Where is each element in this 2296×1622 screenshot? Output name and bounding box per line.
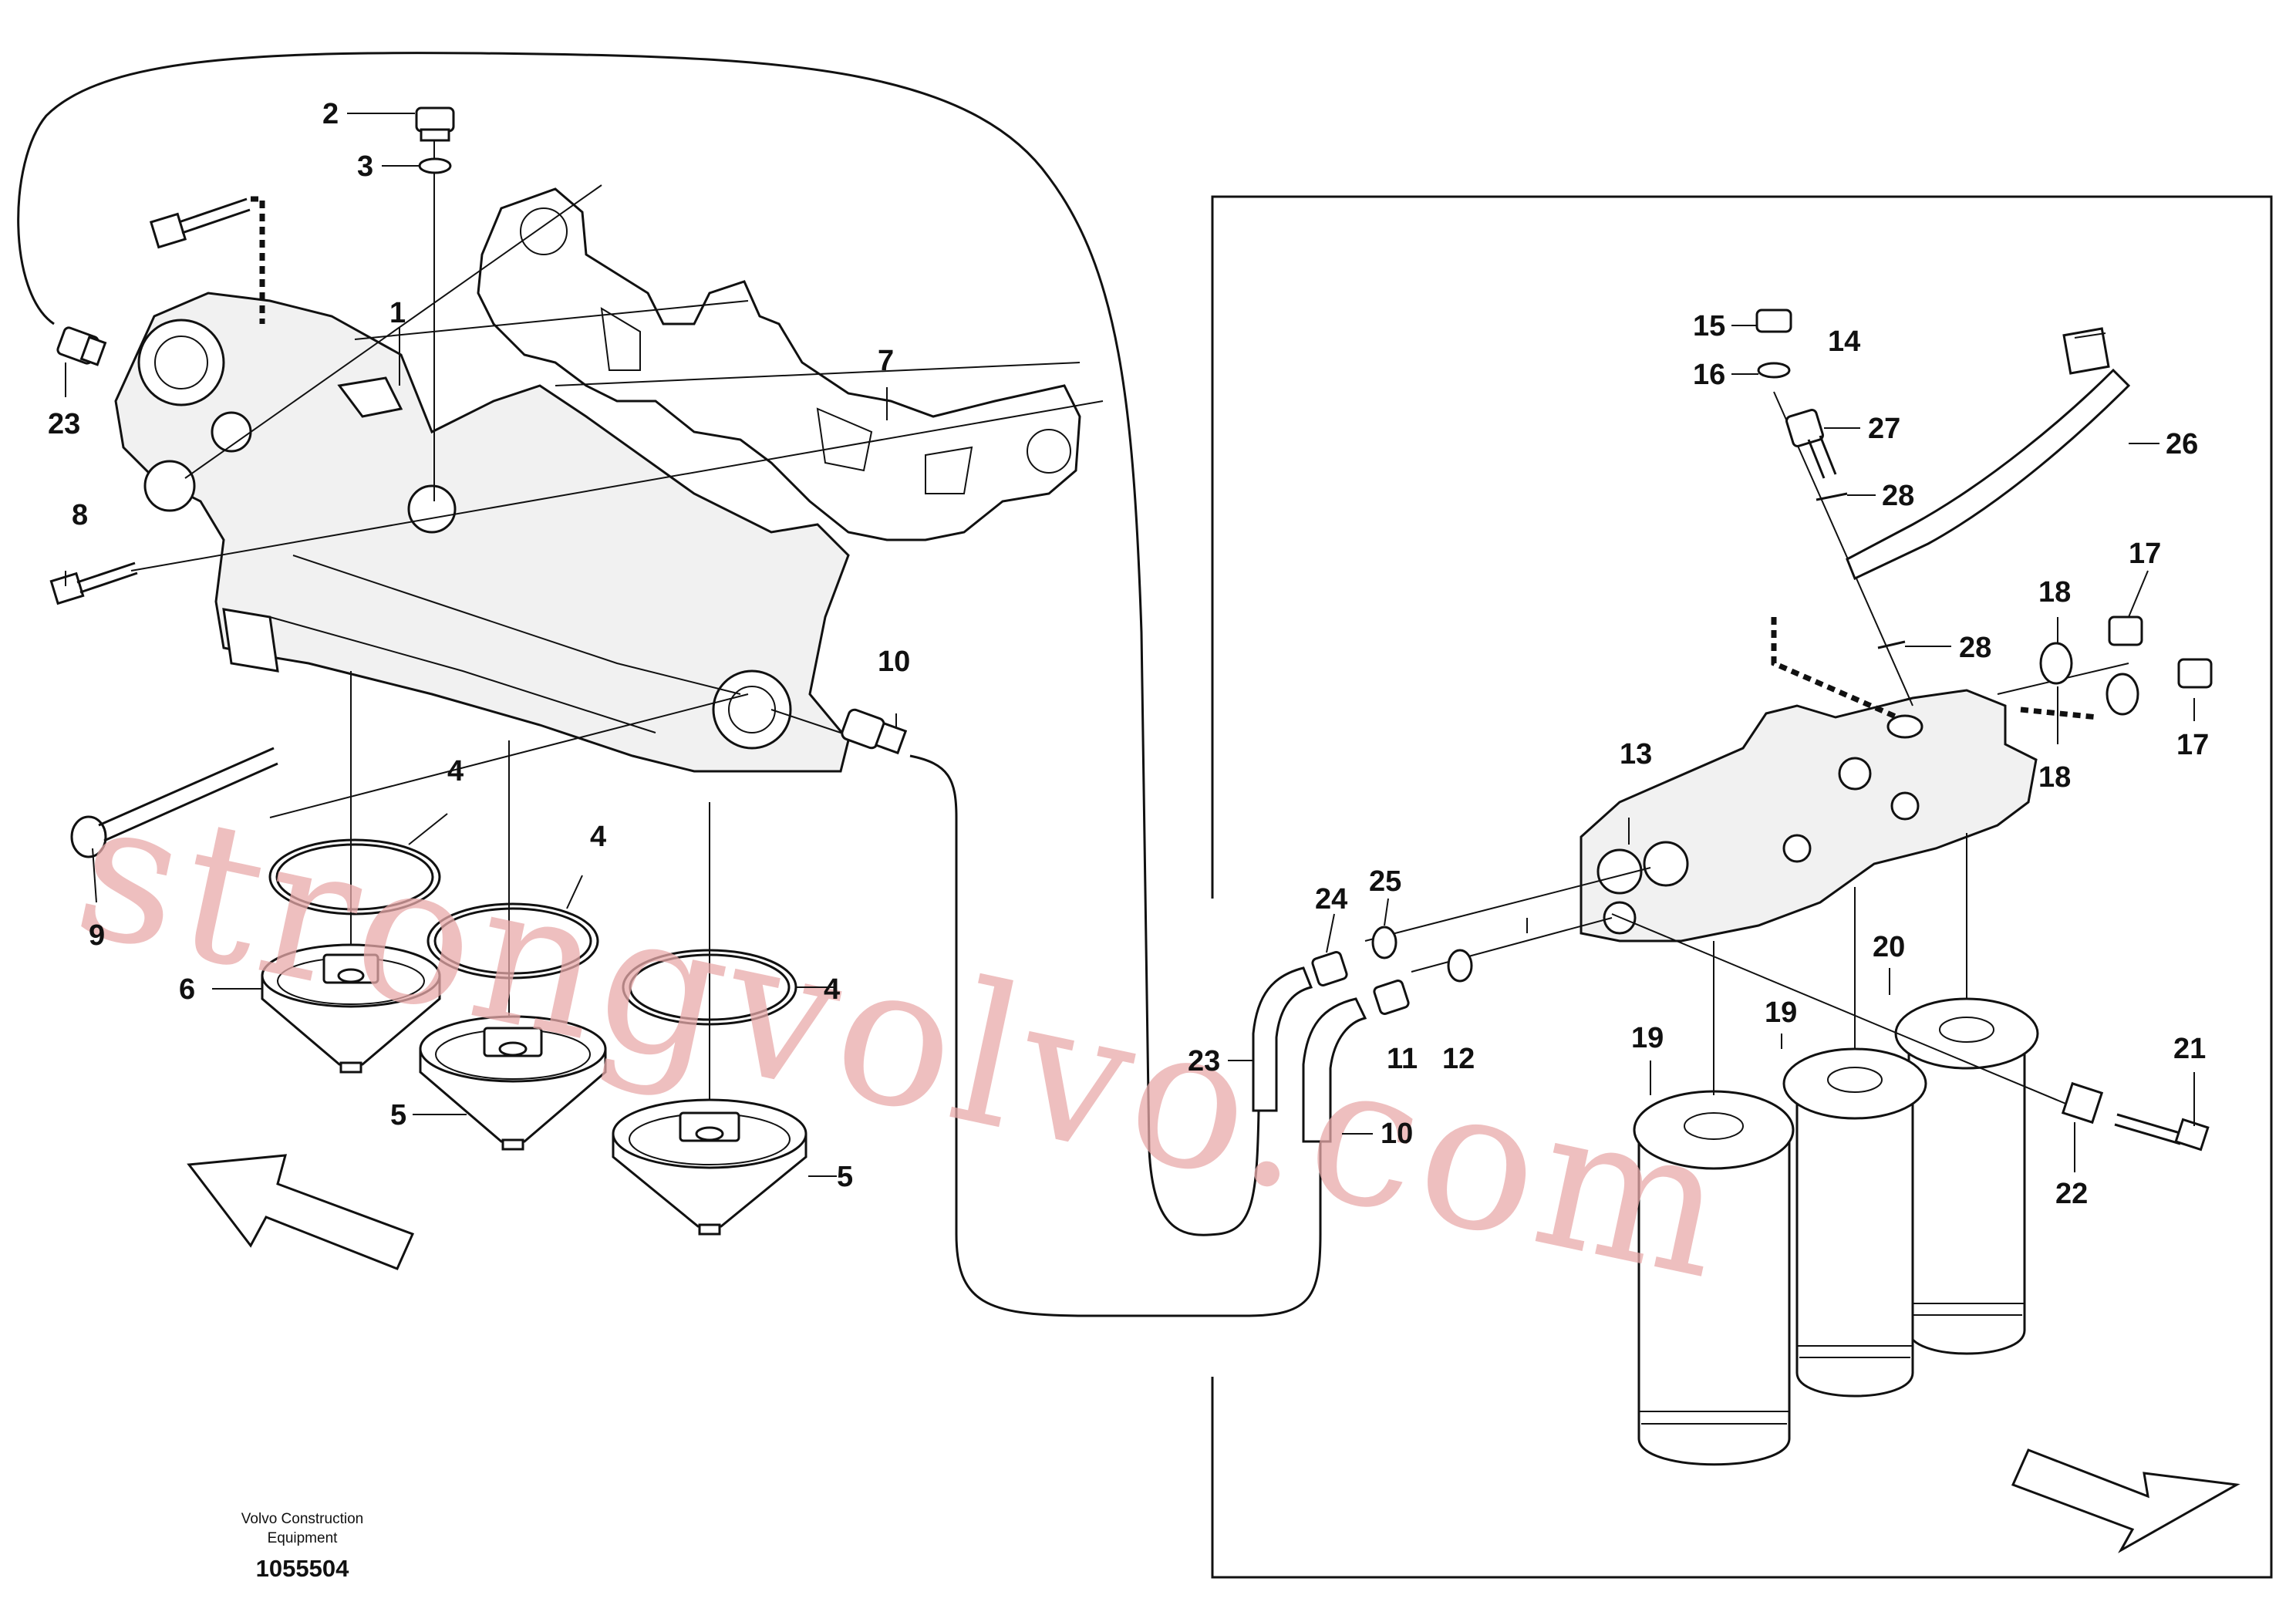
leader-lines-right — [1364, 391, 2129, 1111]
filter-19b — [1782, 1047, 1927, 1398]
document-number: 1055504 — [256, 1555, 349, 1582]
callout-28a: 28 — [1882, 480, 1914, 512]
callout-4b: 4 — [590, 821, 606, 853]
bolt-21 — [2114, 1113, 2210, 1152]
washer-18a — [2039, 642, 2073, 685]
callout-7: 7 — [878, 345, 894, 377]
long-bolt-9 — [70, 747, 278, 858]
callout-27: 27 — [1868, 413, 1900, 445]
fitting-23-left — [56, 326, 107, 366]
cone-6 — [261, 943, 441, 1074]
caption-block: Volvo Construction Equipment 1055504 — [241, 1511, 363, 1582]
plug-17b — [2177, 658, 2213, 689]
callout-10b: 10 — [1381, 1118, 1413, 1150]
caption-line-2: Equipment — [268, 1530, 339, 1546]
callout-4c: 4 — [824, 973, 840, 1006]
callout-10a: 10 — [878, 646, 910, 678]
callout-17b: 17 — [2176, 729, 2209, 761]
plug-17a — [2108, 615, 2143, 646]
callout-20: 20 — [1873, 931, 1905, 963]
washer-12 — [1447, 949, 1473, 983]
direction-arrow-right — [2011, 1448, 2240, 1553]
callout-11: 11 — [1387, 1043, 1418, 1075]
callout-18b: 18 — [2038, 761, 2071, 794]
gasket-7 — [477, 187, 1081, 541]
direction-arrow-left — [187, 1154, 415, 1270]
callout-4a: 4 — [447, 755, 464, 787]
bolt-27 — [1785, 409, 1837, 479]
o-ring-4b — [426, 902, 599, 980]
fitting-11 — [1373, 980, 1410, 1015]
callout-17a: 17 — [2129, 538, 2161, 570]
callout-6: 6 — [179, 973, 195, 1006]
cone-5b — [612, 1098, 807, 1236]
callout-13: 13 — [1620, 738, 1652, 771]
bolt-8 — [49, 561, 138, 605]
filter-20 — [1894, 997, 2039, 1355]
pipe-26 — [1846, 327, 2131, 581]
callout-25: 25 — [1369, 865, 1401, 898]
bolt-top-left — [149, 196, 265, 324]
washer-3 — [418, 157, 452, 174]
callout-5b: 5 — [837, 1161, 853, 1193]
callout-19a: 19 — [1631, 1022, 1664, 1054]
callout-3: 3 — [357, 150, 373, 183]
callout-9: 9 — [89, 919, 105, 952]
callout-23c: 23 — [1188, 1045, 1220, 1077]
callout-22: 22 — [2055, 1178, 2088, 1210]
oil-pipe-loop — [17, 52, 1322, 1317]
tube-10-right — [1302, 997, 1367, 1143]
callout-5a: 5 — [390, 1099, 406, 1131]
fitting-24 — [1311, 951, 1348, 986]
fitting-10 — [841, 708, 908, 755]
washer-18b — [2106, 673, 2139, 716]
callout-1: 1 — [389, 297, 406, 329]
callout-24: 24 — [1315, 883, 1347, 916]
washer-16 — [1757, 362, 1791, 379]
washer-25 — [1371, 926, 1397, 959]
callout-23a: 23 — [48, 408, 80, 440]
callout-18a: 18 — [2038, 576, 2071, 609]
callout-15: 15 — [1693, 310, 1725, 342]
callout-8: 8 — [72, 499, 88, 531]
callout-26: 26 — [2166, 428, 2198, 460]
cone-5a — [419, 1015, 607, 1151]
caption-line-1: Volvo Construction — [241, 1511, 363, 1527]
detail-frame — [1211, 195, 2273, 1579]
callout-14: 14 — [1828, 325, 1860, 358]
o-ring-4a — [268, 838, 441, 916]
callout-16: 16 — [1693, 359, 1725, 391]
callout-19b: 19 — [1765, 996, 1797, 1029]
filter-manifold-13 — [1580, 689, 2038, 943]
filter-19a — [1633, 1090, 1795, 1466]
sleeve-22 — [2061, 1081, 2104, 1125]
tube-23-right — [1252, 966, 1313, 1112]
plug-2 — [415, 106, 455, 142]
callout-21: 21 — [2173, 1033, 2206, 1065]
leader-lines-left — [130, 139, 1104, 1126]
callout-28b: 28 — [1959, 632, 1991, 664]
callout-2: 2 — [322, 98, 339, 130]
callout-12: 12 — [1442, 1043, 1475, 1075]
plug-15 — [1755, 309, 1792, 333]
washer-28a — [1816, 492, 1848, 501]
filter-housing-1 — [114, 292, 850, 773]
washer-28b — [1877, 640, 1906, 649]
callout-labels: 2 3 1 7 23 8 9 4 4 4 6 5 5 10 13 15 16 1… — [48, 98, 2209, 1210]
